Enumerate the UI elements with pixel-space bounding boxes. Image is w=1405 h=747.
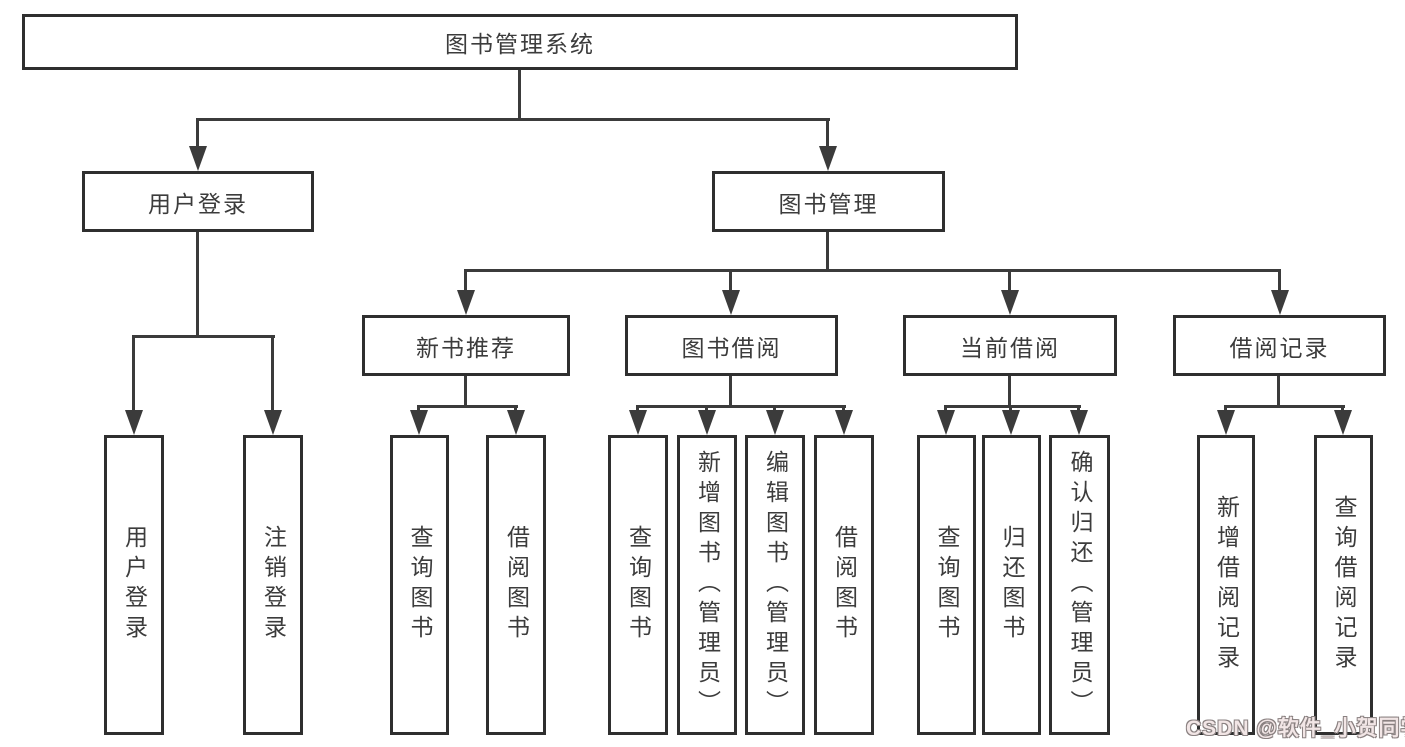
arrowhead-down-icon: [457, 290, 475, 315]
node-label: 借阅记录: [1229, 334, 1330, 361]
node-library-management-system: 图书管理系统: [22, 14, 1018, 70]
arrowhead-down-icon: [629, 410, 647, 435]
connector-recommend-hline: [417, 405, 518, 408]
leaf-label: 新增借阅记录: [1213, 495, 1240, 675]
arrowhead-down-icon: [937, 410, 955, 435]
connector-level3-stub: [464, 374, 467, 408]
leaf-query-books-recommend: 查询图书: [390, 435, 449, 735]
leaf-add-borrow-record: 新增借阅记录: [1197, 435, 1255, 735]
leaf-add-book-admin: 新增图书（管理员）: [677, 435, 737, 735]
node-label: 用户登录: [148, 190, 248, 217]
node-new-book-recommend: 新书推荐: [362, 315, 570, 376]
leaf-borrow-books-2: 借阅图书: [814, 435, 874, 735]
arrowhead-down-icon: [1217, 410, 1235, 435]
connector-level3-stub: [1008, 374, 1011, 408]
leaf-query-borrow-record: 查询借阅记录: [1314, 435, 1373, 735]
leaf-confirm-return-admin: 确认归还（管理员）: [1049, 435, 1110, 735]
connector-bookmgmt-hline: [464, 269, 1281, 272]
connector-records-hline: [1224, 405, 1345, 408]
leaf-user-login: 用户登录: [104, 435, 164, 735]
leaf-logout: 注销登录: [243, 435, 303, 735]
arrowhead-down-icon: [189, 146, 207, 171]
connector-drop-leaf: [132, 335, 135, 415]
arrowhead-down-icon: [766, 410, 784, 435]
connector-current-hline: [944, 405, 1081, 408]
leaf-label: 新增图书（管理员）: [694, 450, 721, 720]
leaf-return-book: 归还图书: [982, 435, 1041, 735]
node-label: 图书管理: [778, 190, 879, 217]
leaf-label: 编辑图书（管理员）: [762, 450, 789, 720]
arrowhead-down-icon: [125, 410, 143, 435]
leaf-label: 查询借阅记录: [1331, 495, 1357, 675]
node-book-borrow: 图书借阅: [625, 315, 838, 376]
node-label: 当前借阅: [960, 334, 1060, 361]
leaf-edit-book-admin: 编辑图书（管理员）: [745, 435, 805, 735]
node-label: 图书管理系统: [445, 31, 595, 57]
node-borrow-records: 借阅记录: [1173, 315, 1386, 376]
connector-userlogin-hline: [132, 335, 275, 338]
arrowhead-down-icon: [410, 410, 428, 435]
node-label: 新书推荐: [416, 334, 516, 361]
arrowhead-down-icon: [835, 410, 853, 435]
arrowhead-down-icon: [1001, 290, 1019, 315]
connector-drop-user-login: [196, 118, 199, 150]
leaf-label: 查询图书: [934, 525, 960, 645]
arrowhead-down-icon: [698, 410, 716, 435]
leaf-label: 归还图书: [999, 525, 1025, 645]
node-label: 图书借阅: [681, 334, 782, 361]
connector-borrow-hline: [636, 405, 846, 408]
connector-drop-level3: [1008, 269, 1011, 295]
arrowhead-down-icon: [264, 410, 282, 435]
arrowhead-down-icon: [507, 410, 525, 435]
arrowhead-down-icon: [819, 146, 837, 171]
connector-drop-level3: [729, 269, 732, 295]
arrowhead-down-icon: [1334, 410, 1352, 435]
node-user-login: 用户登录: [82, 171, 314, 232]
connector-drop-level3: [1278, 269, 1281, 295]
connector-drop-leaf: [271, 335, 274, 415]
leaf-query-books-borrow: 查询图书: [608, 435, 668, 735]
connector-level3-stub: [729, 374, 732, 408]
arrowhead-down-icon: [1002, 410, 1020, 435]
connector-bookmgmt-stub: [826, 230, 829, 272]
leaf-label: 确认归还（管理员）: [1067, 450, 1093, 720]
connector-drop-book-management: [826, 118, 829, 150]
csdn-watermark: CSDN @软件_小贺同学: [1186, 717, 1405, 740]
arrowhead-down-icon: [722, 290, 740, 315]
connector-root-hline: [196, 118, 830, 121]
leaf-borrow-books-recommend: 借阅图书: [486, 435, 546, 735]
node-book-management: 图书管理: [712, 171, 945, 232]
connector-drop-level3: [464, 269, 467, 295]
connector-level3-stub: [1277, 374, 1280, 408]
connector-userlogin-stub: [196, 230, 199, 337]
node-current-borrow: 当前借阅: [903, 315, 1117, 376]
connector-root-stub: [518, 68, 521, 121]
leaf-label: 查询图书: [625, 525, 652, 645]
arrowhead-down-icon: [1070, 410, 1088, 435]
leaf-query-books-current: 查询图书: [917, 435, 976, 735]
leaf-label: 查询图书: [407, 525, 433, 645]
leaf-label: 借阅图书: [503, 525, 530, 645]
leaf-label: 借阅图书: [831, 525, 858, 645]
leaf-label: 用户登录: [121, 525, 148, 645]
leaf-label: 注销登录: [260, 525, 287, 645]
arrowhead-down-icon: [1271, 290, 1289, 315]
